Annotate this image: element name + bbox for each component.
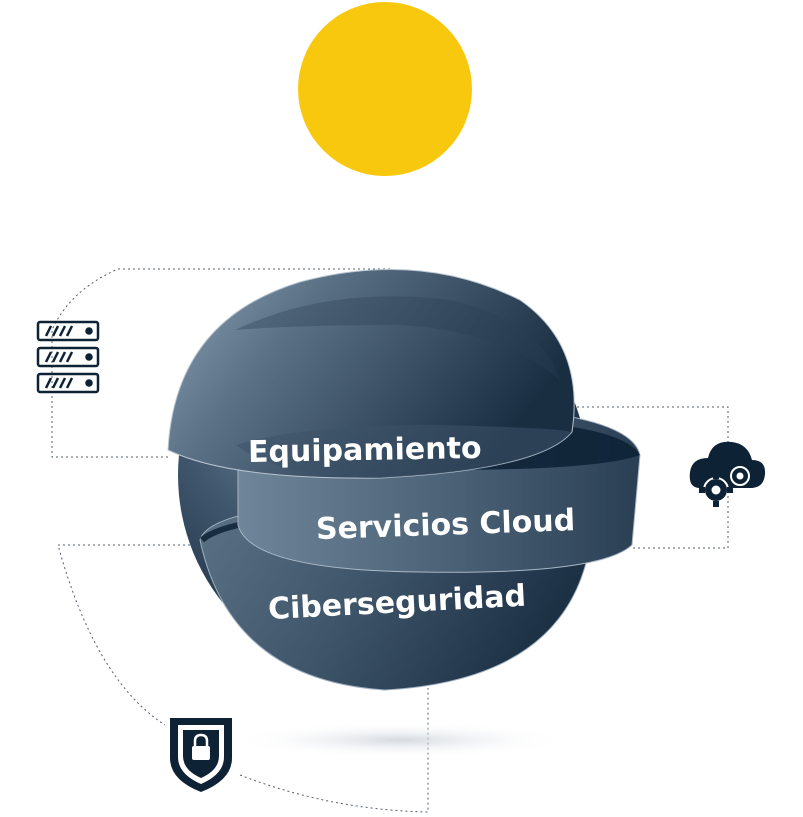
floor-shadow bbox=[230, 722, 570, 758]
server-rack-icon bbox=[36, 320, 100, 394]
top-cap-inner-highlight bbox=[235, 296, 560, 380]
accent-circle bbox=[298, 2, 472, 176]
shield-lock-icon bbox=[170, 718, 232, 792]
cloud-gears-icon bbox=[689, 441, 766, 507]
layer-label-equipamiento: Equipamiento bbox=[248, 431, 482, 470]
top-cap-rim bbox=[236, 425, 572, 478]
